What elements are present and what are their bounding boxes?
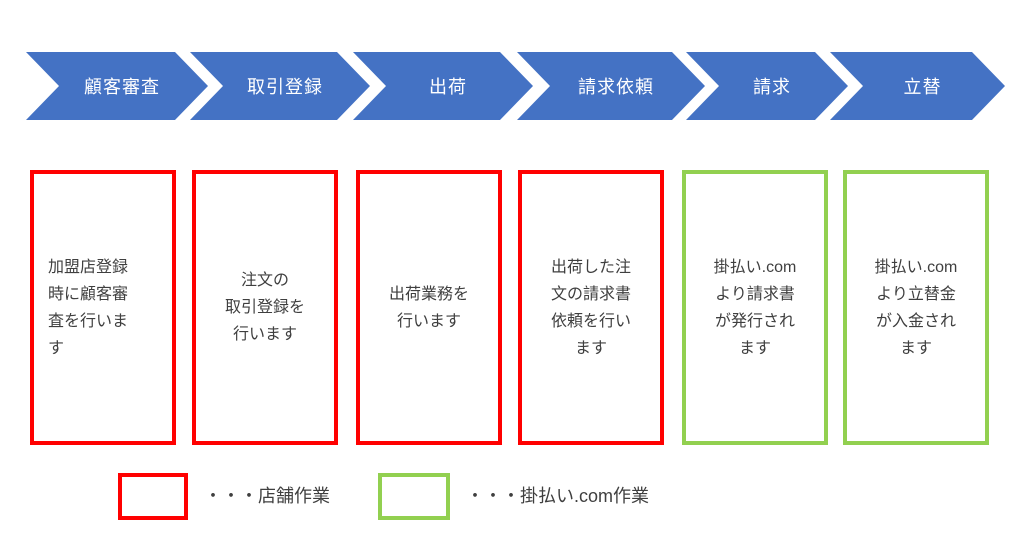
chevron-step-advance-payment: 立替	[830, 52, 1005, 120]
description-box-customer-screening: 加盟店登録 時に顧客審 査を行いま す	[30, 170, 176, 445]
chevron-label: 請求	[753, 77, 791, 97]
chevron-step-billing-request: 請求依頼	[517, 52, 705, 120]
chevron-label: 立替	[903, 77, 942, 97]
chevron-step-shipping: 出荷	[353, 52, 533, 120]
legend-label-store: ・・・店舗作業	[204, 486, 330, 506]
description-text: 出荷した注 文の請求書 依頼を行い ます	[550, 258, 631, 357]
chevron-label: 顧客審査	[84, 77, 160, 97]
description-box-shipping: 出荷業務を 行います	[356, 170, 502, 445]
chevron-label: 取引登録	[247, 77, 323, 97]
description-box-advance-payment: 掛払い.com より立替金 が入金され ます	[843, 170, 989, 445]
description-text: 出荷業務を 行います	[388, 285, 469, 330]
description-text: 掛払い.com より請求書 が発行され ます	[713, 258, 797, 357]
description-text: 掛払い.com より立替金 が入金され ます	[874, 258, 958, 357]
description-box-billing-request: 出荷した注 文の請求書 依頼を行い ます	[518, 170, 664, 445]
chevron-label: 出荷	[429, 77, 467, 97]
description-text: 加盟店登録 時に顧客審 査を行いま す	[48, 258, 129, 357]
chevron-step-customer-screening: 顧客審査	[26, 52, 208, 120]
description-box-billing: 掛払い.com より請求書 が発行され ます	[682, 170, 828, 445]
legend-swatch-store	[118, 473, 188, 520]
chevron-step-billing: 請求	[686, 52, 848, 120]
legend-swatch-kakebarai	[378, 473, 450, 520]
description-box-transaction-registration: 注文の 取引登録を 行います	[192, 170, 338, 445]
chevron-label: 請求依頼	[578, 77, 654, 97]
chevron-step-transaction-registration: 取引登録	[190, 52, 370, 120]
legend-label-kakebarai: ・・・掛払い.com作業	[466, 486, 650, 506]
description-text: 注文の 取引登録を 行います	[224, 272, 305, 343]
